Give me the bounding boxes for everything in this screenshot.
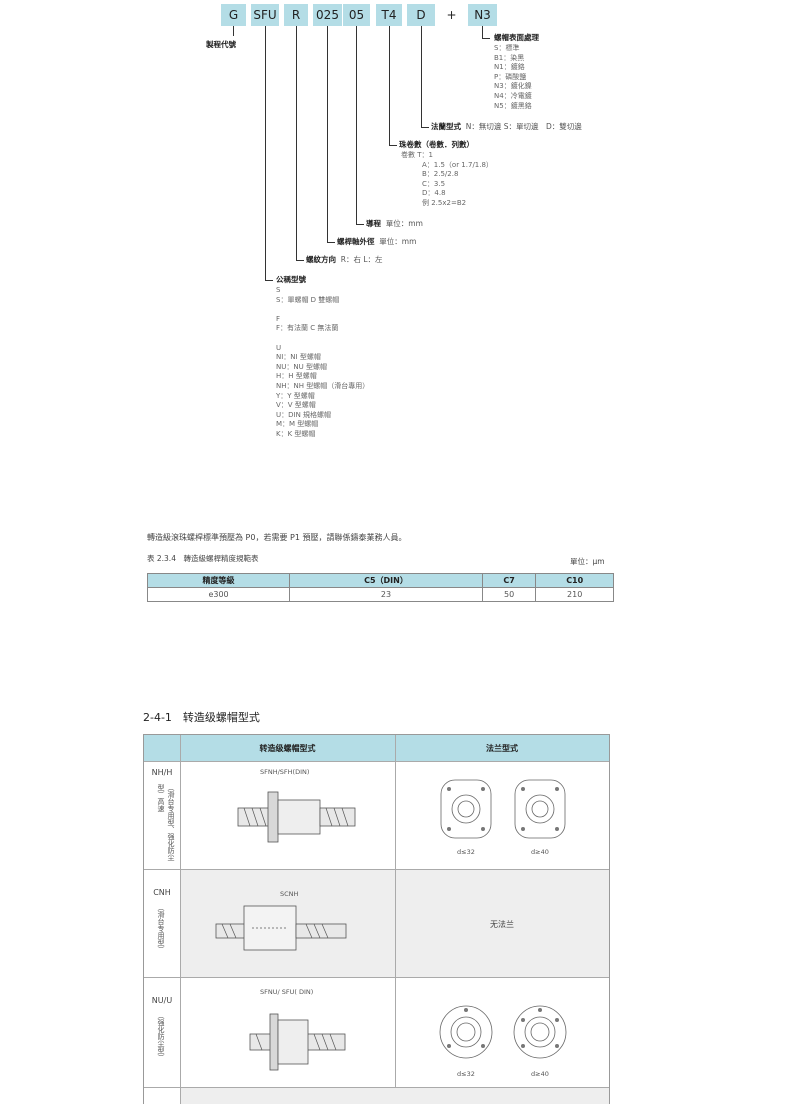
line-d bbox=[421, 26, 422, 127]
flange-text-cell: 无法兰 bbox=[395, 870, 609, 978]
line-d-h bbox=[421, 127, 429, 128]
line-r bbox=[296, 26, 297, 260]
line-r-h bbox=[296, 260, 304, 261]
line-n3-h bbox=[482, 38, 490, 39]
line-sfu-h bbox=[265, 280, 273, 281]
table-row: NH/H （滑台专用型、强化防尘型）高速 SFNH/SFH(DIN) bbox=[144, 761, 609, 870]
code-box-025: 025 bbox=[313, 4, 342, 26]
code-box-r: R bbox=[284, 4, 308, 26]
row-code: CNH bbox=[153, 888, 171, 897]
line-05 bbox=[356, 26, 357, 224]
row-code-cell: NU/U （强化防尘型） bbox=[144, 978, 181, 1088]
row-code-cell bbox=[144, 1088, 181, 1104]
code-box-g: G bbox=[221, 4, 246, 26]
table-row: NU/U （强化防尘型） SFNU/ SFU( DIN) bbox=[144, 977, 609, 1088]
td-c5: 23 bbox=[289, 587, 483, 602]
nut-table-header: 转造级螺帽型式 法兰型式 bbox=[144, 735, 609, 761]
flange-caption-1: d≤32 bbox=[457, 848, 475, 856]
nut-type-table: 转造级螺帽型式 法兰型式 NH/H （滑台专用型、强化防尘型）高速 SFNH/S… bbox=[143, 734, 610, 1104]
table-caption: 表 2.3.4 轉造級螺桿精度規範表 bbox=[147, 554, 259, 563]
section-title: 2-4-1 转造级螺帽型式 bbox=[143, 711, 260, 724]
model-label: SFNU/ SFU( DIN) bbox=[260, 988, 314, 996]
line-n3 bbox=[482, 26, 483, 38]
td-c10: 210 bbox=[535, 587, 614, 602]
th-nut-type: 转造级螺帽型式 bbox=[180, 735, 396, 761]
th-grade: 精度等級 bbox=[146, 573, 291, 588]
ball-options: 卷數 T：1 A：1.5（or 1.7/1.8） B：2.5/2.8 C：3.5… bbox=[401, 151, 493, 207]
preload-note: 轉造級滾珠螺桿標準預壓為 P0，若需要 P1 預壓，請聯係鑄泰業務人員。 bbox=[147, 533, 407, 542]
row-code-cell: NH/H （滑台专用型、强化防尘型）高速 bbox=[144, 762, 181, 870]
row-desc: （滑台专用型） bbox=[157, 904, 165, 953]
lead-title: 導程 單位：mm bbox=[366, 219, 423, 228]
thread-title: 螺紋方向 R：右 L：左 bbox=[306, 255, 383, 264]
nut-image-cell: SCNH bbox=[180, 870, 396, 978]
flange-title: 法蘭型式 N：無切邊 S：單切邊 D：雙切邊 bbox=[431, 122, 582, 131]
code-label: 製程代號 bbox=[206, 40, 236, 49]
line-t4-h bbox=[389, 145, 397, 146]
flange-caption-2: d≥40 bbox=[531, 848, 549, 856]
flange-image-cell: d≤32 d≥40 bbox=[395, 762, 609, 870]
model-options: S S：單螺帽 D 雙螺帽 F F：有法蘭 C 無法蘭 U NI：NI 型螺帽 … bbox=[276, 286, 370, 438]
nut-scnh-illustration bbox=[215, 905, 347, 951]
table-row: CNH （滑台专用型） SCNH 无法兰 bbox=[144, 869, 609, 978]
code-box-t4: T4 bbox=[376, 4, 402, 26]
nut-sfnh-illustration bbox=[237, 791, 356, 843]
no-flange-label: 无法兰 bbox=[490, 919, 514, 929]
td-grade: e300 bbox=[146, 587, 291, 602]
nut-image-cell: SFNH/SFH(DIN) bbox=[180, 762, 396, 870]
precision-table-header: 精度等級 C5（DIN） C7 C10 bbox=[146, 573, 614, 588]
code-box-sfu: SFU bbox=[251, 4, 279, 26]
row-desc: （强化防尘型） bbox=[157, 1012, 165, 1061]
precision-table: 精度等級 C5（DIN） C7 C10 e300 23 50 210 bbox=[146, 573, 614, 602]
line-025-h bbox=[327, 242, 335, 243]
th-c5: C5（DIN） bbox=[289, 573, 483, 588]
row-code-cell: CNH （滑台专用型） bbox=[144, 870, 181, 978]
th-flange-type: 法兰型式 bbox=[486, 743, 518, 753]
line-g bbox=[233, 26, 234, 36]
flange-drawing-icon bbox=[439, 1005, 567, 1059]
code-box-d: D bbox=[407, 4, 435, 26]
nut-image-cell: SFNU/ SFU( DIN) bbox=[180, 978, 396, 1088]
model-label: SFNH/SFH(DIN) bbox=[260, 768, 310, 776]
row-code: NH/H bbox=[151, 768, 173, 777]
th-c10: C10 bbox=[535, 573, 614, 588]
td-c7: 50 bbox=[481, 587, 537, 602]
flange-caption-1: d≤32 bbox=[457, 1070, 475, 1078]
table-row: e300 23 50 210 bbox=[146, 587, 614, 602]
code-box-05: 05 bbox=[343, 4, 370, 26]
surface-title: 螺帽表面處理 bbox=[494, 33, 539, 42]
line-t4 bbox=[389, 26, 390, 145]
row-code: NU/U bbox=[151, 996, 173, 1005]
flange-caption-2: d≥40 bbox=[531, 1070, 549, 1078]
code-plus: + bbox=[446, 8, 457, 22]
shaft-title: 螺桿軸外徑 單位：mm bbox=[337, 237, 417, 246]
ball-title: 珠卷數（卷數．列數） bbox=[399, 140, 474, 149]
model-label: SCNH bbox=[280, 890, 299, 898]
line-sfu bbox=[265, 26, 266, 280]
row-desc: （滑台专用型、强化防尘型）高速 bbox=[157, 784, 175, 861]
model-title: 公稱型號 bbox=[276, 275, 306, 284]
flange-image-cell: d≤32 d≥40 bbox=[395, 978, 609, 1088]
code-box-n3: N3 bbox=[468, 4, 497, 26]
th-c7: C7 bbox=[481, 573, 537, 588]
flange-drawing-icon bbox=[440, 779, 566, 839]
table-row bbox=[144, 1087, 609, 1104]
line-025 bbox=[327, 26, 328, 242]
nut-sfnu-illustration bbox=[249, 1013, 346, 1071]
line-05-h bbox=[356, 224, 364, 225]
table-unit: 單位：μm bbox=[570, 557, 605, 566]
